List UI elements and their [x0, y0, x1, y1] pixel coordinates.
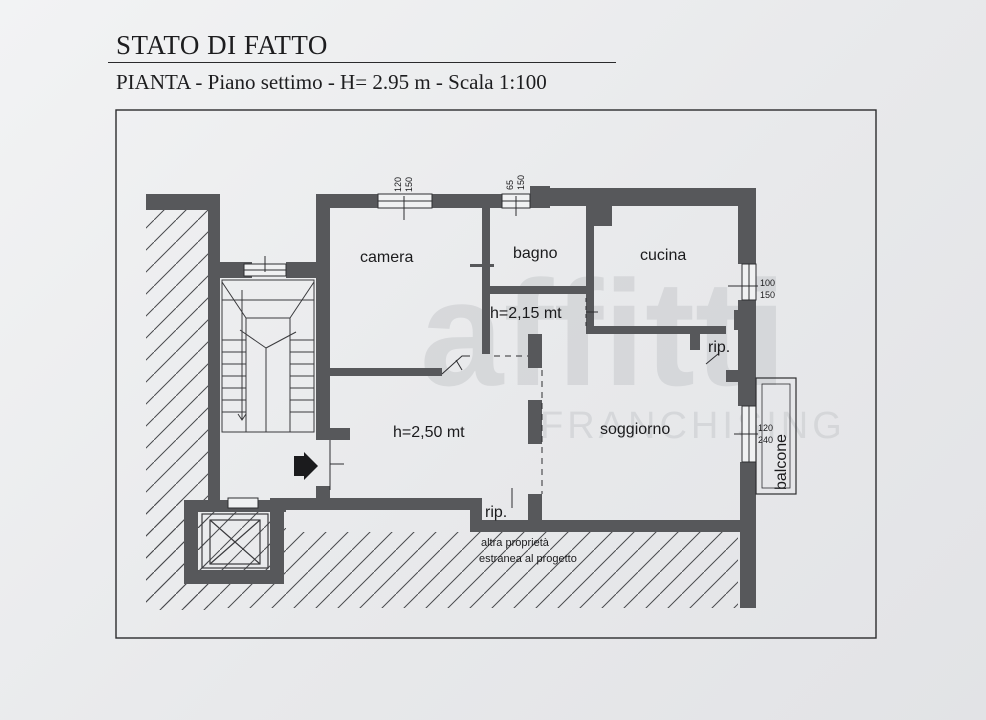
staircase — [221, 279, 315, 433]
room-label-soggiorno: soggiorno — [600, 421, 670, 438]
room-label-camera: camera — [360, 249, 413, 266]
window-bagno-width: 65 — [505, 180, 515, 190]
room-label-bagno: bagno — [513, 245, 558, 262]
window-soggiorno-width: 120 — [758, 423, 773, 433]
window-bagno-height: 150 — [516, 175, 526, 190]
lift-shaft — [201, 513, 269, 569]
drawing-frame — [115, 109, 877, 639]
window-cucina-width: 100 — [760, 278, 775, 288]
storage-label-top: rip. — [708, 339, 730, 356]
balcony-outline — [755, 377, 797, 495]
window-soggiorno-height: 240 — [758, 435, 773, 445]
other-property-line1: altra proprietà — [481, 537, 550, 549]
walls — [146, 186, 756, 608]
window-camera-width: 120 — [393, 177, 403, 192]
title-underline — [108, 62, 616, 63]
window-cucina-height: 150 — [760, 290, 775, 300]
entrance-arrow-icon — [294, 452, 318, 480]
hall-height-label: h=2,50 mt — [393, 424, 465, 441]
plan-subtitle: PIANTA - Piano settimo - H= 2.95 m - Sca… — [116, 70, 547, 94]
balcony-label: balcone — [773, 434, 790, 490]
corridor-height-label: h=2,15 mt — [490, 305, 562, 322]
doors — [329, 298, 719, 508]
balcony-inner — [761, 383, 791, 489]
plan-title: STATO DI FATTO — [116, 30, 328, 60]
storage-label-bottom: rip. — [485, 504, 507, 521]
room-label-cucina: cucina — [640, 247, 686, 264]
watermark-subtext: FRANCHISING — [540, 405, 846, 447]
other-property-line2: estranea al progetto — [479, 553, 577, 565]
windows — [227, 193, 758, 509]
window-camera-height: 150 — [404, 177, 414, 192]
